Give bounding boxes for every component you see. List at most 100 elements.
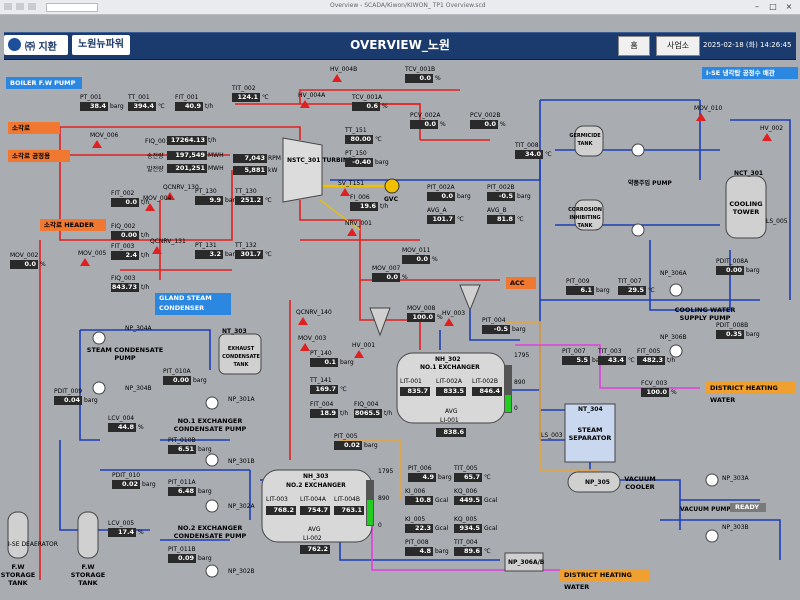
tag-value: 0.09 [168, 554, 196, 563]
li-001-value: 838.6 [436, 428, 466, 437]
valve-icon[interactable] [300, 100, 310, 108]
tag-name: MOV_006 [90, 132, 119, 139]
tag-name: TIT_002 [232, 85, 256, 92]
turbine-kw: 5,881 [233, 166, 267, 175]
valve-icon[interactable] [332, 74, 342, 82]
tag-name: TIT_003 [598, 348, 622, 355]
tag-value: 100.0 [641, 388, 669, 397]
maximize-icon[interactable]: □ [769, 2, 777, 11]
tag-name: PIT_002A [427, 184, 455, 191]
save-icon[interactable] [16, 3, 24, 10]
tag-name: TIT_008 [515, 142, 539, 149]
tag-unit: ℃ [158, 103, 165, 110]
tag-value: 19.6 [350, 202, 378, 211]
tag-name: PIT_004 [482, 317, 506, 324]
incinerator-label: 소각로 [8, 122, 60, 134]
gen-value: 201,251 [167, 164, 207, 173]
tag-name: TCV_001B [405, 66, 436, 73]
tag-unit: barg [512, 326, 526, 333]
tag-name: MOV_002 [10, 252, 39, 259]
supply-value: 197,549 [167, 151, 207, 160]
tag-unit: ℃ [265, 251, 272, 258]
tag-unit: barg [110, 103, 124, 110]
quick-input[interactable] [46, 3, 98, 12]
tag-name: TT_130 [235, 188, 257, 195]
tag-name: PT_150 [345, 150, 367, 157]
lit-003-value: 768.2 [266, 506, 296, 515]
lit-004a-value: 754.7 [300, 506, 330, 515]
tag-name: MOV_003 [298, 335, 327, 342]
tag-value: 4.8 [405, 547, 433, 556]
tag-unit: barg [193, 377, 207, 384]
tag-name: TCV_001A [352, 94, 383, 101]
page-title: OVERVIEW_노원 [350, 38, 450, 52]
valve-icon[interactable] [145, 203, 155, 211]
turbine-shape [282, 137, 323, 203]
valve-icon[interactable] [696, 113, 706, 121]
tag-value: 22.3 [405, 524, 433, 533]
tag-name: FIQ_004 [354, 401, 379, 408]
valve-icon[interactable] [92, 140, 102, 148]
tag-value: 124.1 [232, 93, 260, 102]
tag-unit: ℃ [340, 386, 347, 393]
tag-name: FI_006 [350, 194, 370, 201]
tag-unit: ℃ [484, 474, 491, 481]
plant-logo: 노원뉴파워 [72, 35, 130, 55]
tag-name: MOV_004 [143, 195, 172, 202]
tag-name: MOV_005 [78, 250, 107, 257]
tag-unit: t/h [667, 357, 676, 364]
tag-value: -0.40 [345, 158, 373, 167]
tag-name: MOV_010 [694, 105, 723, 112]
tag-unit: ℃ [457, 216, 464, 223]
tag-unit: ℃ [262, 94, 269, 101]
tag-unit: barg [596, 287, 610, 294]
valve-icon[interactable] [444, 318, 454, 326]
tag-unit: barg [746, 331, 760, 338]
valve-icon[interactable] [298, 317, 308, 325]
tag-unit: t/h [380, 203, 389, 210]
tag-name: MOV_011 [402, 247, 431, 254]
home-button[interactable]: 홈 [618, 36, 650, 56]
valve-icon[interactable] [80, 258, 90, 266]
tag-unit: t/h [340, 410, 349, 417]
tag-name: PIT_010A [163, 368, 191, 375]
tag-unit: barg [457, 193, 471, 200]
tag-name: PIT_011A [168, 479, 196, 486]
valve-icon[interactable] [354, 350, 364, 358]
valve-icon[interactable] [762, 133, 772, 141]
tag-value: 6.48 [168, 487, 196, 496]
tag-unit: barg [364, 442, 378, 449]
tag-name: AVG_A [427, 207, 447, 214]
tag-unit: barg [340, 359, 354, 366]
tag-name: QCNRV_130 [163, 184, 199, 191]
tag-value: 0.6 [352, 102, 380, 111]
tag-name: PDIT_008A [716, 258, 749, 265]
valve-icon[interactable] [340, 188, 350, 196]
gland-steam-label: GLAND STEAM CONDENSER [155, 293, 231, 315]
tag-unit: barg [198, 488, 212, 495]
tag-value: 89.6 [454, 547, 482, 556]
office-button[interactable]: 사업소 [656, 36, 700, 56]
close-icon[interactable]: × [785, 2, 793, 11]
tag-name: HV_004B [330, 66, 358, 73]
tag-unit: % [437, 314, 443, 321]
undo-icon[interactable] [28, 3, 36, 10]
tag-value: 34.0 [515, 150, 543, 159]
tag-unit: barg [746, 267, 760, 274]
valve-icon[interactable] [300, 343, 310, 351]
tag-name: PIT_011B [168, 546, 196, 553]
tag-value: 17.4 [108, 528, 136, 537]
valve-icon[interactable] [165, 192, 175, 200]
minimize-icon[interactable]: – [755, 2, 759, 11]
tag-name: PDIT_009 [54, 388, 83, 395]
lit-002a-value: 833.5 [436, 387, 466, 396]
lit-001-value: 835.7 [400, 387, 430, 396]
datetime-display: 2025-02-18 (화) 14:26:45 [703, 41, 792, 49]
valve-icon[interactable] [347, 228, 357, 236]
tag-name: PCV_002A [410, 112, 441, 119]
valve-icon[interactable] [152, 246, 162, 254]
tag-name: HV_004A [298, 92, 326, 99]
tag-name: FIT_004 [310, 401, 334, 408]
tag-unit: Gcal [484, 525, 498, 532]
